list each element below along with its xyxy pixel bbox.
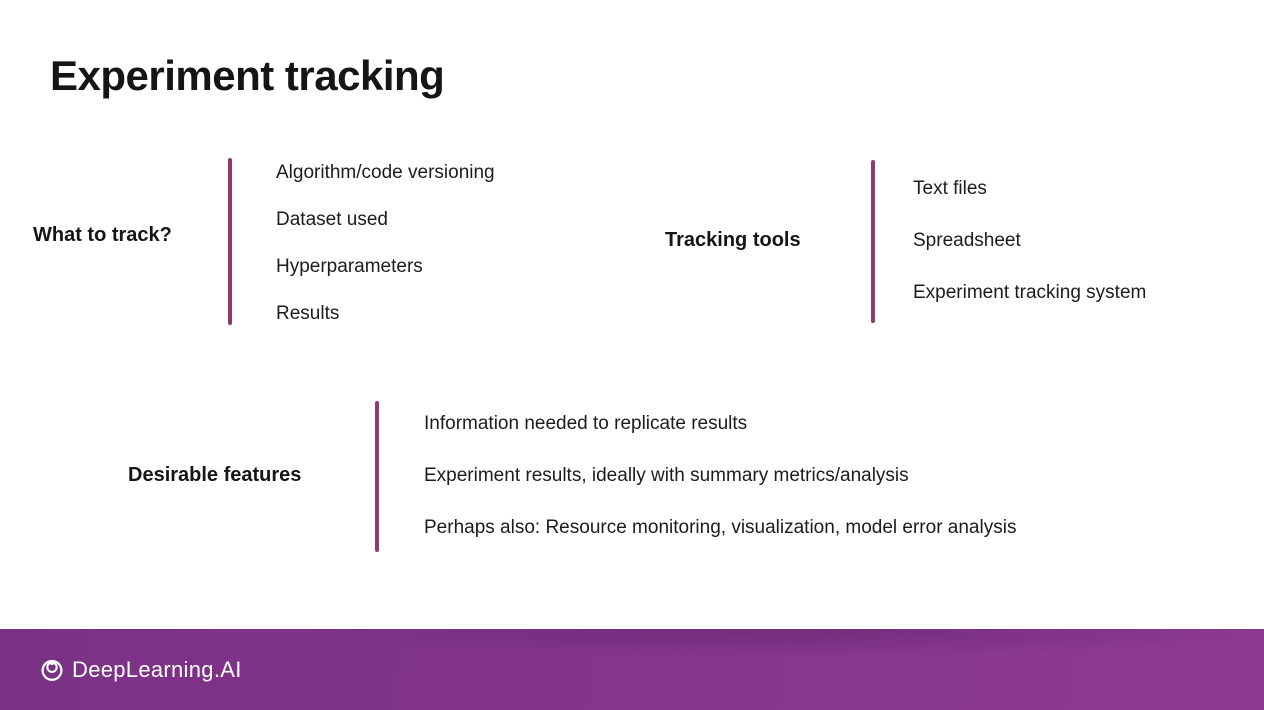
list-item: Text files bbox=[913, 178, 987, 199]
list-item: Experiment tracking system bbox=[913, 282, 1147, 303]
section-label-tracking-tools: Tracking tools bbox=[665, 229, 801, 251]
footer: DeepLearning.AI bbox=[0, 629, 1264, 710]
section-divider bbox=[375, 401, 379, 552]
list-item: Perhaps also: Resource monitoring, visua… bbox=[424, 517, 1017, 538]
section-divider bbox=[228, 158, 232, 325]
list-item: Dataset used bbox=[276, 209, 388, 230]
desirable-features-list: Information needed to replicate results … bbox=[424, 412, 1016, 539]
list-item: Experiment results, ideally with summary… bbox=[424, 465, 909, 486]
list-item: Spreadsheet bbox=[913, 230, 1021, 251]
list-item: Hyperparameters bbox=[276, 256, 423, 277]
section-label-desirable-features: Desirable features bbox=[128, 464, 302, 486]
brand-name: DeepLearning.AI bbox=[72, 656, 242, 682]
what-to-track-list: Algorithm/code versioning Dataset used H… bbox=[276, 161, 495, 325]
deeplearning-logo-icon bbox=[41, 659, 63, 681]
list-item: Information needed to replicate results bbox=[424, 413, 748, 434]
slide-title: Experiment tracking bbox=[50, 52, 445, 99]
section-label-what-to-track: What to track? bbox=[33, 224, 172, 246]
list-item: Algorithm/code versioning bbox=[276, 162, 495, 183]
list-item: Results bbox=[276, 303, 340, 324]
brand-logo: DeepLearning.AI bbox=[38, 656, 242, 684]
tracking-tools-list: Text files Spreadsheet Experiment tracki… bbox=[913, 177, 1146, 304]
section-divider bbox=[871, 160, 875, 323]
